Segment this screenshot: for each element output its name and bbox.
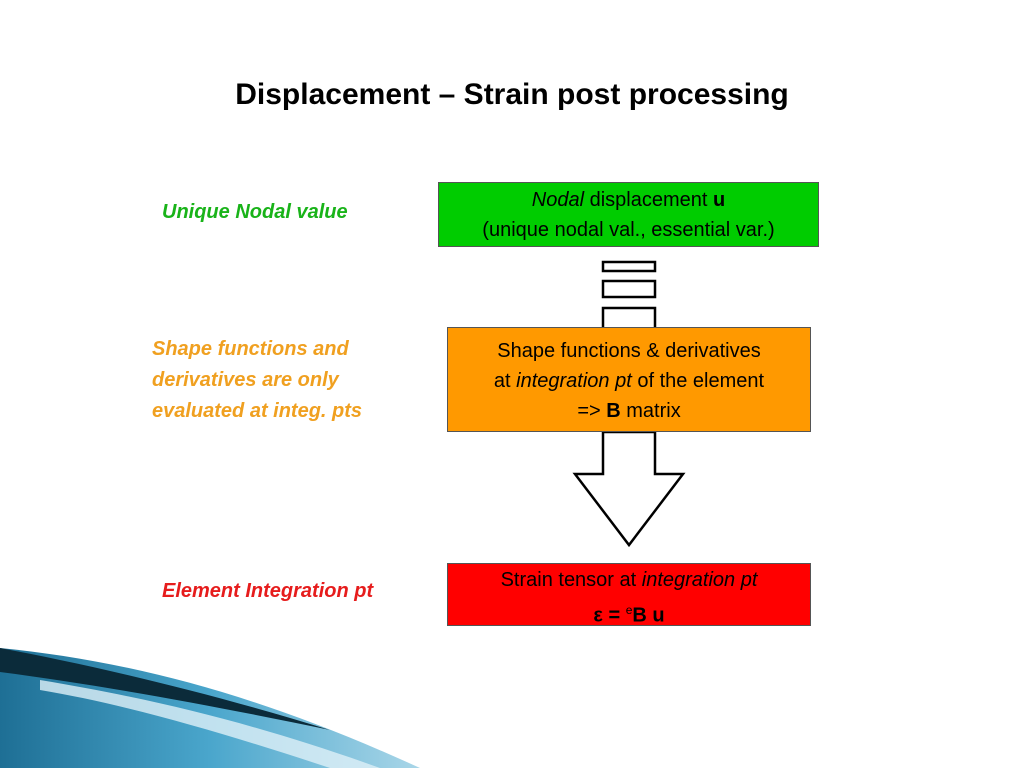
label-shape-line-2: derivatives are only <box>152 369 339 391</box>
box-nodal-line-2: (unique nodal val., essential var.) <box>482 219 775 241</box>
label-unique-nodal: Unique Nodal value <box>162 197 348 228</box>
box-strain-tensor: Strain tensor at integration pt ε = eB u <box>447 563 811 627</box>
arrow-segment-icon <box>601 279 657 299</box>
box-shape-line-2: at integration pt of the element <box>493 370 765 392</box>
page-title: Displacement – Strain post processing <box>235 78 789 111</box>
label-shape-line-3: evaluated at integ. pts <box>152 400 363 422</box>
box-strain-line-2: ε = eB u <box>593 603 665 627</box>
box-nodal-line-1: Nodal displacement u <box>531 189 726 211</box>
down-arrow-icon <box>572 430 686 548</box>
label-unique-nodal-text: Unique Nodal value <box>162 201 348 223</box>
label-element-text: Element Integration pt <box>162 580 374 602</box>
box-strain-line-1: Strain tensor at integration pt <box>500 569 758 591</box>
box-shape-line-3: => B matrix <box>577 400 681 422</box>
box-shape-line-1: Shape functions & derivatives <box>497 340 761 362</box>
label-shape-line-1: Shape functions and <box>152 338 349 360</box>
arrow-segment-icon <box>601 306 657 327</box>
box-shape-functions: Shape functions & derivatives at integra… <box>447 327 811 432</box>
label-shape-functions: Shape functions and derivatives are only… <box>152 334 362 427</box>
arrow-segment-icon <box>601 260 657 273</box>
box-nodal-displacement: Nodal displacement u (unique nodal val.,… <box>438 182 819 247</box>
label-element-integration: Element Integration pt <box>162 576 373 607</box>
